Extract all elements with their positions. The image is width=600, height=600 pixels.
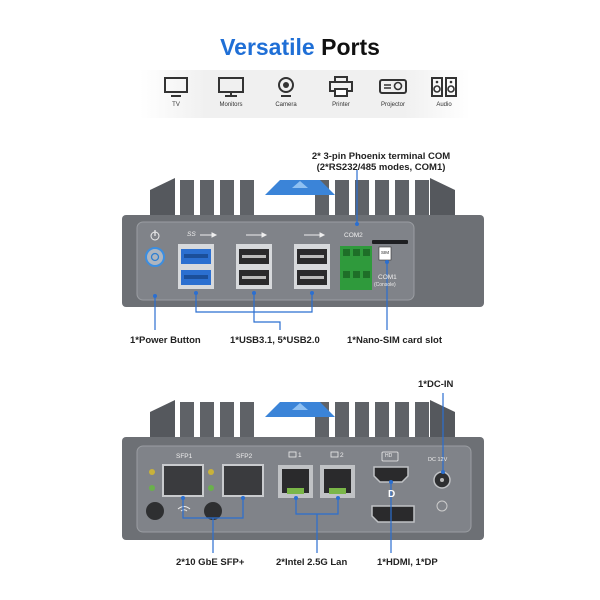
callout-power: 1*Power Button [130, 335, 201, 346]
tv-icon [164, 77, 188, 97]
callout-dc-in: 1*DC-IN [418, 379, 454, 390]
sim-icon [378, 246, 392, 261]
console-label: (Console) [374, 282, 396, 288]
lan2-label: 2 [340, 452, 344, 459]
power-icon [150, 252, 160, 262]
sim-label: SIM [381, 250, 390, 255]
usb-port-stack-2 [236, 244, 272, 289]
antenna-connector-2[interactable] [204, 502, 222, 520]
callout-lan: 2*Intel 2.5G Lan [276, 557, 348, 568]
device-icon-bar: TV Monitors Camera Printer Projector Aud… [140, 70, 470, 118]
title-accent: Versatile [220, 34, 315, 60]
callout-sim: 1*Nano-SIM card slot [347, 335, 443, 346]
title-rest: Ports [314, 34, 380, 60]
dc-label: DC 12V [428, 457, 448, 463]
usb-port-stack-1 [178, 244, 214, 289]
led-indicator-3 [208, 469, 214, 475]
callout-com-line2: (2*RS232/485 modes, COM1) [316, 162, 446, 173]
lan-port-2[interactable] [320, 465, 355, 498]
nano-sim-slot[interactable] [372, 240, 408, 244]
callout-com: 2* 3-pin Phoenix terminal COM (2*RS232/4… [286, 151, 476, 173]
device-label: Camera [275, 102, 297, 108]
network-icons [288, 451, 339, 458]
front-heatsink [150, 178, 455, 215]
device-audio: Audio [419, 76, 469, 108]
hdmi-icon [381, 451, 399, 462]
device-printer: Printer [316, 76, 366, 108]
camera-icon [278, 77, 294, 97]
led-indicator [149, 469, 155, 475]
device-tv: TV [151, 76, 201, 108]
audio-icon [431, 77, 457, 97]
projector-icon [379, 79, 407, 94]
back-heatsink [150, 400, 455, 437]
com2-label: COM2 [344, 232, 363, 239]
ss-label: SS [187, 231, 196, 238]
device-projector: Projector [368, 76, 418, 108]
hdmi-label: HD [385, 453, 393, 459]
device-monitors: Monitors [206, 76, 256, 108]
antenna-connector[interactable] [146, 502, 164, 520]
front-callout-lines [154, 170, 388, 330]
lan-port-1[interactable] [278, 465, 313, 498]
sfp1-port[interactable] [162, 464, 204, 497]
callout-sfp: 2*10 GbE SFP+ [176, 557, 245, 568]
sfp2-port[interactable] [222, 464, 264, 497]
callout-hdmi-dp: 1*HDMI, 1*DP [377, 557, 438, 568]
led-indicator-2 [149, 485, 155, 491]
displayport[interactable] [371, 505, 415, 523]
callout-com-line1: 2* 3-pin Phoenix terminal COM [311, 151, 451, 162]
printer-icon [329, 76, 353, 97]
device-label: Printer [332, 102, 350, 108]
power-button[interactable] [145, 247, 165, 267]
lan1-label: 1 [298, 452, 302, 459]
dp-logo: D [388, 489, 396, 500]
callout-usb: 1*USB3.1, 5*USB2.0 [230, 335, 320, 346]
back-callout-lines [182, 393, 444, 553]
com1-label: COM1 [378, 274, 397, 281]
led-indicator-4 [208, 485, 214, 491]
device-label: Monitors [219, 102, 243, 108]
monitor-icon [218, 77, 244, 97]
wifi-icon [177, 506, 191, 512]
sfp2-label: SFP2 [236, 453, 253, 460]
hdmi-port[interactable] [373, 466, 409, 483]
device-camera: Camera [261, 76, 311, 108]
usb-port-stack-3 [294, 244, 330, 289]
usb-symbol-icons [200, 232, 326, 238]
ground-screw [436, 500, 448, 512]
device-label: Audio [436, 102, 452, 108]
device-label: Projector [380, 102, 405, 108]
page-title: Versatile Ports [0, 34, 600, 61]
sfp1-label: SFP1 [176, 453, 193, 460]
device-label: TV [172, 102, 180, 108]
